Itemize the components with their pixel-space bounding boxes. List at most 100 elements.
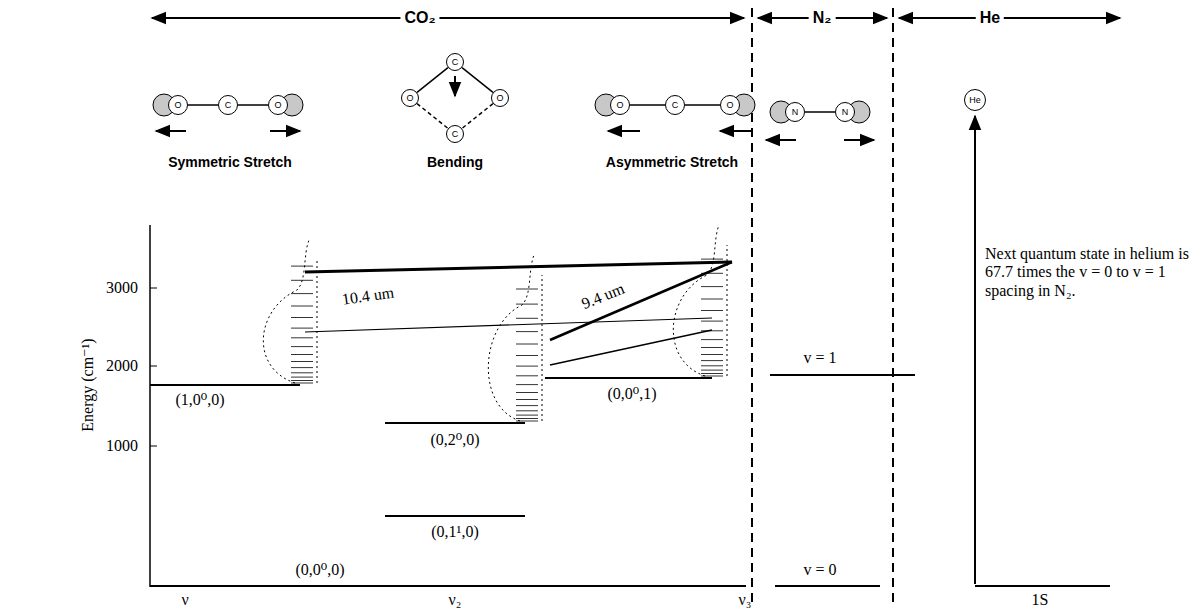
section-heading: N₂ — [809, 9, 836, 27]
bond-line — [238, 104, 268, 106]
rotational-level — [516, 366, 538, 367]
rotational-level — [701, 376, 723, 377]
atom-shadows — [153, 94, 870, 123]
rotational-level — [291, 280, 313, 281]
rotational-level — [291, 380, 313, 381]
rotational-level — [516, 405, 538, 406]
manifold-axis — [542, 275, 543, 421]
rotational-level — [291, 354, 313, 355]
atom-symbol: O — [406, 94, 413, 103]
rotational-level — [516, 355, 538, 356]
rotational-manifolds — [263, 225, 727, 421]
atom-circle: O — [401, 89, 419, 107]
rotational-level — [701, 286, 723, 287]
energy-level — [385, 422, 525, 424]
transition-line — [550, 330, 712, 365]
rotational-level — [291, 383, 313, 384]
manifold-axis — [317, 260, 318, 383]
bond-line — [462, 104, 493, 129]
manifold-outline — [488, 255, 534, 421]
transition-line — [305, 318, 712, 332]
rotational-level — [701, 347, 723, 348]
atom-symbol: C — [452, 58, 459, 67]
atom-circle: O — [610, 95, 630, 115]
mode-axis-label: ν — [181, 591, 188, 609]
energy-level — [150, 384, 300, 386]
level-label: v = 1 — [803, 349, 836, 367]
energy-level — [545, 377, 712, 379]
excitation-arrow — [974, 116, 976, 584]
span-arrow — [152, 17, 744, 19]
rotational-level — [291, 361, 313, 362]
energy-level — [770, 374, 915, 376]
rotational-level — [701, 360, 723, 361]
rotational-level — [291, 266, 313, 267]
rotational-level — [701, 373, 723, 374]
rotational-level — [291, 377, 313, 378]
motion-arrow — [766, 139, 796, 141]
rotational-level — [701, 273, 723, 274]
atom-circle: O — [491, 89, 509, 107]
rotational-level — [701, 339, 723, 340]
mode-axis-label: ν₂ — [449, 591, 462, 609]
rotational-level — [516, 304, 538, 305]
atom-circle: O — [268, 95, 288, 115]
manifold-axis — [727, 245, 728, 376]
rotational-level — [291, 372, 313, 373]
mode-axis-label: ν₃ — [739, 591, 752, 609]
atom-circle: He — [964, 89, 986, 111]
rotational-level — [516, 289, 538, 290]
atom-symbol: O — [616, 101, 623, 110]
rotational-level — [516, 344, 538, 345]
rotational-level — [291, 317, 313, 318]
axis-tick — [150, 446, 157, 447]
atom-circle: C — [446, 125, 464, 143]
rotational-level — [701, 259, 723, 260]
motion-arrows — [156, 76, 874, 140]
atom-circle: O — [720, 95, 740, 115]
transitions — [305, 262, 732, 365]
atom-symbol: C — [225, 101, 232, 110]
level-label: (0,2⁰,0) — [430, 431, 479, 449]
rotational-manifold — [673, 225, 727, 376]
ground-level — [150, 585, 746, 587]
rotational-level — [291, 306, 313, 307]
rotational-level — [516, 331, 538, 332]
atom-symbol: C — [452, 130, 459, 139]
motion-arrow — [270, 130, 300, 132]
rotational-level — [291, 328, 313, 329]
bond-line — [188, 104, 218, 106]
rotational-level — [701, 365, 723, 366]
manifold-outline — [673, 225, 719, 376]
bond-line — [462, 68, 493, 93]
rotational-manifold — [488, 255, 542, 421]
rotational-level — [701, 310, 723, 311]
atom-symbol: C — [672, 101, 679, 110]
atom-symbol: O — [726, 101, 733, 110]
bond-line — [417, 104, 448, 129]
motion-arrow — [156, 130, 186, 132]
motion-arrow — [720, 130, 752, 132]
level-label: (0,1¹,0) — [431, 523, 478, 541]
level-label: (1,0⁰,0) — [175, 391, 224, 409]
rotational-level — [291, 346, 313, 347]
axis-title: Energy (cm⁻¹) — [79, 338, 97, 431]
rotational-manifold — [263, 240, 317, 383]
rotational-level — [291, 367, 313, 368]
rotational-level — [516, 375, 538, 376]
atom-symbol: O — [174, 101, 181, 110]
rotational-level — [291, 337, 313, 338]
motion-arrow — [608, 130, 640, 132]
mode-name: Asymmetric Stretch — [606, 155, 738, 170]
energy-level — [775, 585, 880, 587]
level-label: (0,0⁰,1) — [607, 385, 656, 403]
rotational-level — [516, 418, 538, 419]
note-text: Next quantum state in helium is 67.7 tim… — [985, 245, 1200, 300]
span-arrow — [899, 17, 1120, 19]
bond-line — [805, 111, 835, 113]
energy-level — [385, 515, 525, 517]
level-label: 1S — [1032, 591, 1049, 609]
